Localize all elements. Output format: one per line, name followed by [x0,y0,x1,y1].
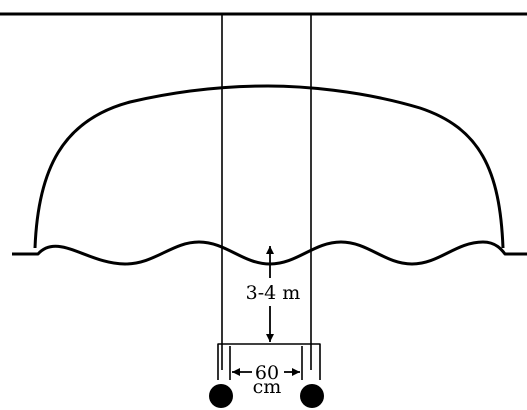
depth-label: 3-4 m [246,282,301,304]
left-weight [209,384,233,408]
spacing-unit-label: cm [253,376,282,398]
water-surface-line [12,240,527,266]
right-weight [300,384,324,408]
bottom-bracket [217,343,321,380]
spacing-value-label: 60 [255,362,279,384]
dome-outline [33,84,505,249]
